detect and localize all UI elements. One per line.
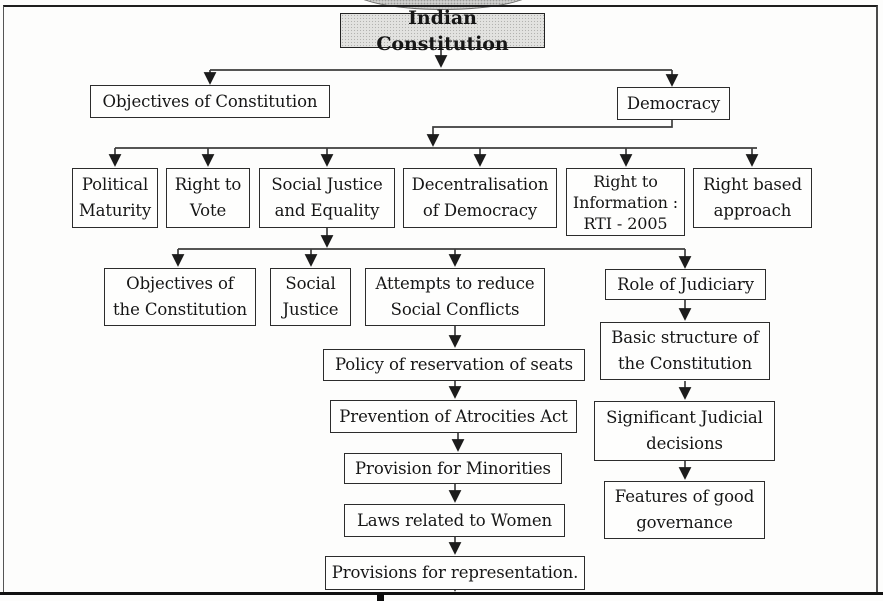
node-objectives-of-constitution: Objectives of Constitution bbox=[90, 85, 330, 118]
node-policy-of-reservation-of-seats: Policy of reservation of seats bbox=[323, 349, 585, 381]
node-provision-for-minorities: Provision for Minorities bbox=[344, 453, 562, 484]
node-laws-related-to-women: Laws related to Women bbox=[344, 504, 565, 537]
node-indian-constitution: Indian Constitution bbox=[340, 7, 545, 55]
node-democracy: Democracy bbox=[617, 87, 730, 120]
node-role-of-judiciary: Role of Judiciary bbox=[605, 269, 766, 300]
node-prevention-of-atrocities-act: Prevention of Atrocities Act bbox=[330, 400, 577, 433]
bottom-rule bbox=[0, 592, 883, 595]
node-social-justice: Social Justice bbox=[270, 268, 351, 326]
node-basic-structure-of-the-constitution: Basic structure of the Constitution bbox=[600, 322, 770, 380]
cutoff-mark-below-frame bbox=[377, 594, 384, 601]
node-social-justice-and-equality: Social Justice and Equality bbox=[259, 168, 395, 228]
node-provisions-for-representation: Provisions for representation. bbox=[325, 556, 585, 590]
node-objectives-of-the-constitution: Objectives of the Constitution bbox=[104, 268, 256, 326]
node-features-of-good-governance: Features of good governance bbox=[604, 481, 765, 539]
edge-democracy-elbow bbox=[426, 120, 673, 147]
node-political-maturity: Political Maturity bbox=[72, 168, 158, 228]
node-decentralisation-of-democracy: Decentralisation of Democracy bbox=[403, 168, 557, 228]
node-significant-judicial-decisions: Significant Judicial decisions bbox=[594, 401, 775, 461]
node-attempts-to-reduce-social-conflicts: Attempts to reduce Social Conflicts bbox=[365, 268, 545, 326]
node-right-to-vote: Right to Vote bbox=[166, 168, 250, 228]
node-right-to-information-rti-2005: Right to Information : RTI - 2005 bbox=[566, 168, 685, 236]
node-right-based-approach: Right based approach bbox=[693, 168, 812, 228]
